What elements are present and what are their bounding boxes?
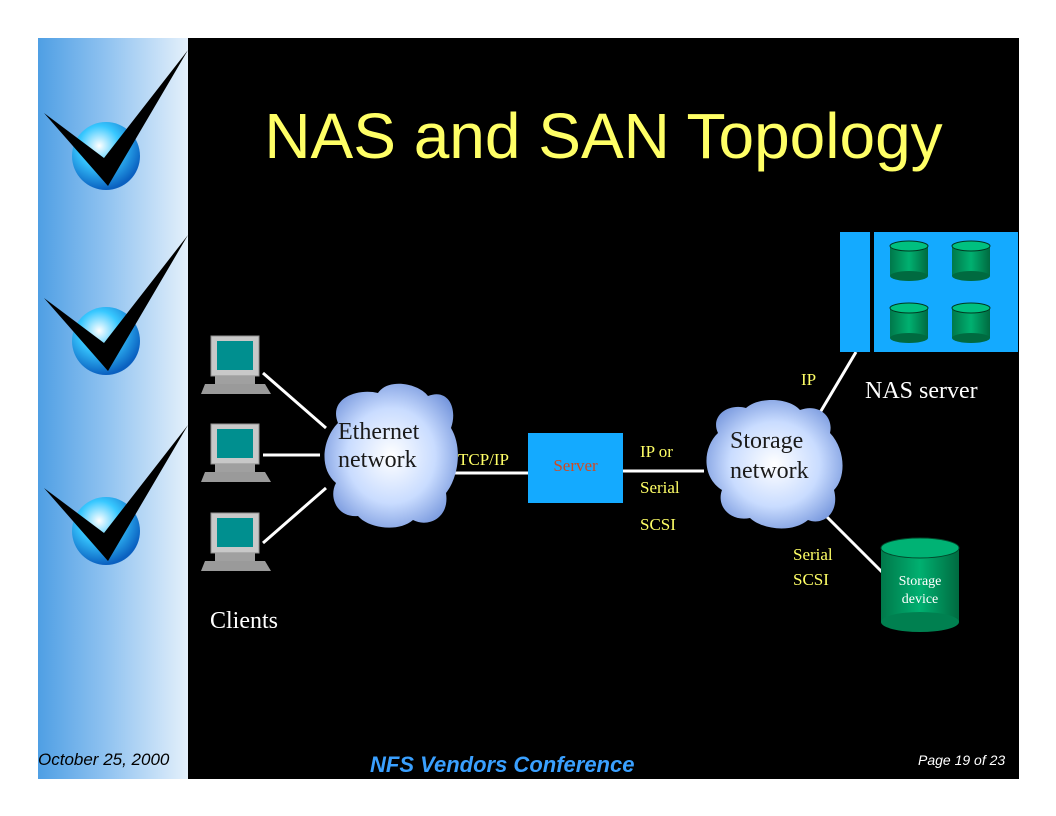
storage-label-line1: Storage — [730, 428, 804, 454]
slide: NAS and SAN Topology — [38, 38, 1019, 779]
checkmark-icon — [44, 235, 188, 375]
server-label: Server — [553, 456, 598, 475]
computer-icon — [201, 423, 271, 482]
computer-icon — [201, 512, 271, 571]
disk-icon — [951, 302, 991, 343]
scsi-label-2: SCSI — [793, 570, 829, 589]
storage-network-label: Storage network — [730, 426, 809, 486]
storage-label-line2: network — [730, 458, 809, 484]
checkmark-icon — [44, 425, 188, 565]
disk-icon — [889, 302, 929, 343]
sidebar — [38, 38, 188, 779]
scsi-label-1: SCSI — [640, 515, 676, 534]
storage-device-icon — [880, 537, 960, 632]
ip-label: IP — [801, 370, 817, 389]
storage-device-line1: Storage — [898, 574, 942, 589]
page-title: NAS and SAN Topology — [264, 100, 943, 172]
client-links — [262, 371, 327, 545]
server-box — [528, 433, 623, 503]
cloud-icon — [706, 399, 843, 529]
footer-page-number: Page 19 of 23 — [918, 752, 1006, 768]
clients-label: Clients — [210, 608, 279, 634]
ethernet-network-label: Ethernet network — [338, 418, 419, 474]
footer-date: October 25, 2000 — [38, 750, 170, 769]
cloud-icon — [324, 383, 458, 528]
nas-server-label: NAS server — [865, 378, 978, 404]
checkmark-icon — [44, 50, 188, 190]
tcpip-label: TCP/IP — [458, 450, 510, 469]
serial-scsi-link — [824, 514, 885, 575]
ip-link — [816, 351, 858, 417]
serial-label-2: Serial — [793, 545, 833, 564]
serial-label-1: Serial — [640, 478, 680, 497]
disk-icon — [889, 240, 929, 281]
nas-server — [840, 232, 1018, 352]
footer-conference: NFS Vendors Conference — [370, 752, 635, 777]
storage-device-line2: device — [901, 592, 939, 607]
ip-or-label: IP or — [640, 442, 673, 461]
ethernet-label-line1: Ethernet — [338, 419, 420, 445]
topology-diagram — [201, 232, 1018, 632]
ethernet-label-line2: network — [338, 447, 417, 473]
disk-icon — [951, 240, 991, 281]
computer-icon — [201, 335, 271, 394]
storage-device-label: Storage device — [881, 573, 959, 609]
